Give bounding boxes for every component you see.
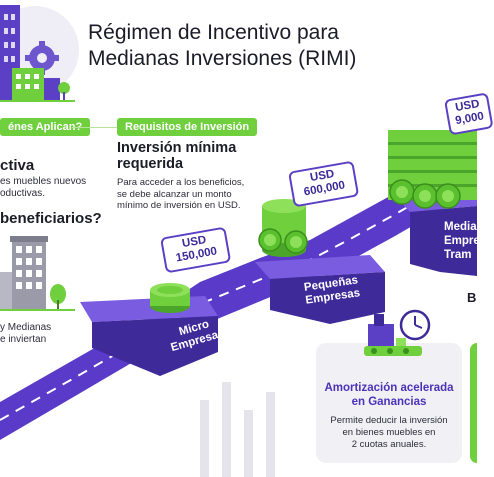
beneficiaries-heading: beneficiarios? bbox=[0, 210, 102, 227]
page-title: Régimen de Incentivo para Medianas Inver… bbox=[88, 20, 468, 72]
benefit-card: Amortización acelerada en Ganancias Perm… bbox=[316, 343, 462, 463]
medianas-label-line-3: Tram bbox=[444, 249, 472, 261]
coin-stacks bbox=[150, 130, 477, 313]
benefit-text-line-2: en bienes muebles en bbox=[342, 427, 436, 438]
activity-text-line-2: oductivas. bbox=[0, 188, 46, 199]
requirements-text-line-2: se debe alcanzar un monto bbox=[117, 188, 232, 200]
divider bbox=[101, 127, 117, 128]
green-benefit-card bbox=[470, 343, 477, 463]
coin-stack-1-icon bbox=[150, 283, 190, 313]
requirements-tag: Requisitos de Inversión bbox=[117, 118, 258, 136]
background-bars bbox=[200, 382, 275, 477]
beneficiaries-text-line-1: y Medianas bbox=[0, 322, 52, 333]
activity-heading: ctiva bbox=[0, 157, 35, 174]
benefit-card-title: Amortización acelerada en Ganancias bbox=[316, 381, 462, 409]
city-gear-illustration bbox=[0, 5, 79, 102]
activity-text: es muebles nuevos oductivas. bbox=[0, 176, 86, 200]
title-line-1: Régimen de Incentivo para bbox=[88, 21, 339, 44]
price-tag-9000: USD 9,000 bbox=[444, 92, 494, 136]
requirements-text-line-3: mínimo de inversión en USD. bbox=[117, 200, 241, 211]
activity-text-line-1: es muebles nuevos bbox=[0, 176, 87, 187]
benefit-card-text: Permite deducir la inversión en bienes m… bbox=[324, 415, 454, 451]
medianas-label-line-1: Media bbox=[444, 221, 477, 233]
benefit-text-line-3: 2 cuotas anuales. bbox=[351, 439, 427, 450]
requirements-text: Para acceder a los beneficios, se debe a… bbox=[117, 177, 244, 212]
requirements-heading: Inversión mínima requerida bbox=[117, 140, 236, 172]
benefit-title-line-1: Amortización acelerada bbox=[324, 382, 454, 394]
requirements-text-line-1: Para acceder a los beneficios, bbox=[117, 177, 245, 188]
divider bbox=[72, 127, 102, 128]
medianas-label-line-2: Empre bbox=[444, 235, 480, 247]
requirements-heading-line-1: Inversión mínima bbox=[117, 140, 237, 156]
title-line-2: Medianas Inversiones (RIMI) bbox=[88, 47, 357, 70]
benefit-title-line-2: en Ganancias bbox=[351, 396, 427, 408]
who-applies-tag: énes Aplican? bbox=[0, 118, 91, 136]
benefits-heading: B bbox=[467, 290, 477, 305]
medianas-empresas-label: Media Empre Tram bbox=[444, 220, 484, 262]
requirements-heading-line-2: requerida bbox=[117, 156, 184, 172]
beneficiaries-text: y Medianas e inviertan bbox=[0, 322, 51, 346]
money-pile-icon bbox=[388, 130, 477, 209]
benefit-text-line-1: Permite deducir la inversión bbox=[330, 415, 448, 426]
factory-clock-icon bbox=[364, 309, 431, 356]
coin-stack-2-icon bbox=[258, 199, 308, 257]
buildings-illustration bbox=[0, 236, 75, 311]
beneficiaries-text-line-2: e inviertan bbox=[0, 334, 47, 345]
gear-icon bbox=[25, 41, 59, 75]
